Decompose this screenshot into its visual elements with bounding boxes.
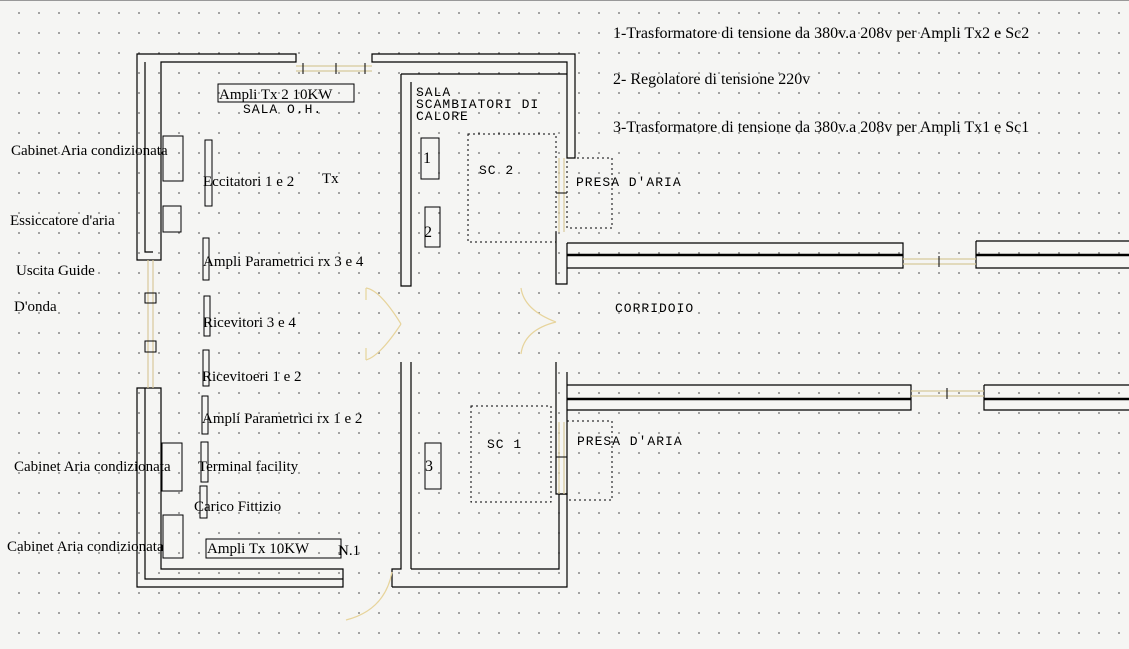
label-presa-aria-top: PRESA D'ARIA xyxy=(576,175,682,190)
label-ampli-tx1: Ampli Tx 10KW xyxy=(207,541,310,557)
label-cabinet-mid: Cabinet Aria condizionata xyxy=(14,459,171,475)
corridor-walls xyxy=(567,240,1129,411)
top-window xyxy=(296,63,372,74)
label-eccitatori: Eccitatori 1 e 2 xyxy=(203,174,295,190)
waveguide-exit xyxy=(144,260,157,388)
label-essiccatore: Essiccatore d'aria xyxy=(10,213,115,229)
label-carico-fittizio: Carico Fittizio xyxy=(194,499,282,515)
note-3: 3-Trasformatore di tensione da 380v.a 20… xyxy=(613,119,1030,136)
doors xyxy=(345,287,557,621)
sc1-area xyxy=(470,405,552,503)
label-n1: N.1 xyxy=(338,543,361,559)
marker-2: 2 xyxy=(424,224,432,241)
sc2-area xyxy=(467,133,557,243)
label-ricevitori-34: Ricevitori 3 e 4 xyxy=(203,315,296,331)
label-terminal-facility: Terminal facility xyxy=(198,459,299,475)
label-ampli-param-rx34: Ampli Parametrici rx 3 e 4 xyxy=(203,254,364,270)
label-cabinet-top: Cabinet Aria condizionata xyxy=(11,143,168,159)
label-cabinet-bottom: Cabinet Aria condizionata xyxy=(7,539,164,555)
room-corridoio: CORRIDOIO xyxy=(615,301,695,316)
air-intakes xyxy=(556,157,613,501)
label-ampli-tx2: Ampli Tx 2 10KW xyxy=(219,87,333,103)
note-1: 1-Trasformatore di tensione da 380v.a 20… xyxy=(613,25,1030,42)
note-2: 2- Regolatore di tensione 220v xyxy=(613,71,811,88)
marker-1: 1 xyxy=(423,150,431,167)
label-ampli-param-rx12: Ampli Parametrici rx 1 e 2 xyxy=(202,411,363,427)
label-tx: Tx xyxy=(322,171,339,187)
room-sala-oh: SALA O.H. xyxy=(243,102,323,117)
room-scambiatori-line2: SCAMBIATORI DI xyxy=(416,97,540,112)
label-uscita-guide: Uscita Guide xyxy=(16,263,95,279)
label-sc2: SC 2 xyxy=(479,163,515,178)
equipment-racks xyxy=(161,83,442,559)
room-scambiatori-line3: CALORE xyxy=(416,109,469,124)
label-donda: D'onda xyxy=(14,299,57,315)
room-scambiatori-line1: SALA xyxy=(416,85,452,100)
label-ricevitori-12: Ricevitoeri 1 e 2 xyxy=(202,369,302,385)
label-sc1: SC 1 xyxy=(487,437,523,452)
label-presa-aria-bottom: PRESA D'ARIA xyxy=(577,434,683,449)
marker-3: 3 xyxy=(425,458,433,475)
